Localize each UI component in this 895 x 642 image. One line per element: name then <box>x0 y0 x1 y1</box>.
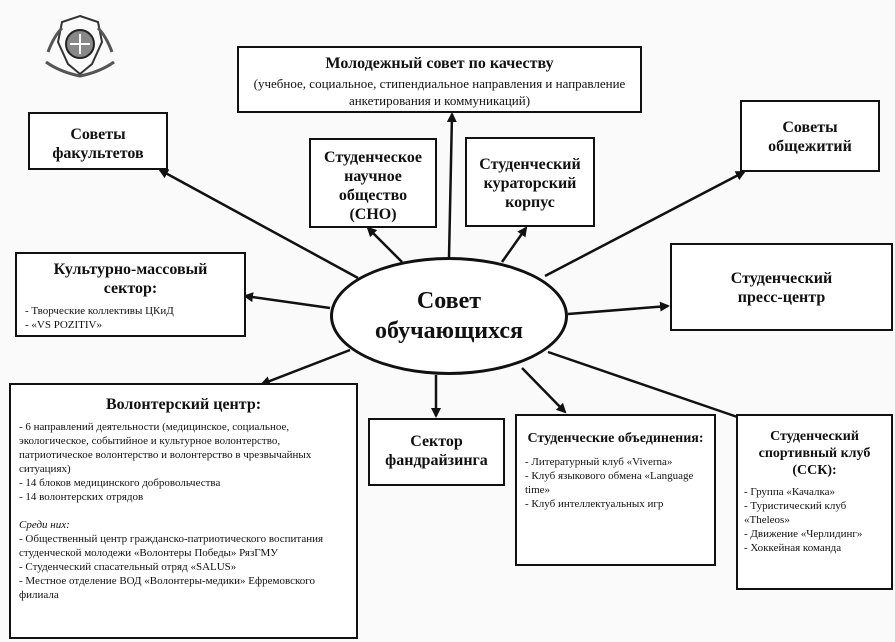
arrow-to-press <box>567 301 670 316</box>
student-associations-box: Студенческие объединения: - Литературный… <box>515 414 716 566</box>
volunteer-center-list: - 6 направлений деятельности (медицинско… <box>19 420 348 504</box>
list-item: - Клуб языкового обмена «Language time» <box>525 470 694 496</box>
list-item: - Туристический клуб «Theleos» <box>744 500 847 526</box>
arrow-to-sno <box>366 226 403 263</box>
arrow-to-faculty-councils <box>158 168 359 280</box>
list-item: - Творческие коллективы ЦКиД <box>25 305 174 317</box>
list-item: - 14 блоков медицинского добровольчества <box>19 477 221 489</box>
list-item: - Студенческий спасательный отряд «SALUS… <box>19 561 237 573</box>
student-council-ellipse: Совет обучающихся <box>330 257 568 375</box>
arrow-to-curator <box>500 226 528 263</box>
dorm-councils-title: Советы общежитий <box>768 119 852 155</box>
list-item: - Хоккейная команда <box>744 542 842 554</box>
fundraising-box: Сектор фандрайзинга <box>368 418 505 486</box>
arrow-to-dorm-councils <box>544 170 746 278</box>
list-item: - Местное отделение ВОД «Волонтеры-медик… <box>19 575 316 601</box>
volunteer-among-list: - Общественный центр гражданско-патриоти… <box>19 532 348 602</box>
university-emblem-icon <box>45 14 115 78</box>
arrow-to-associations <box>521 367 567 414</box>
sno-box: Студенческое научное общество (СНО) <box>309 138 437 228</box>
sport-club-box: Студенческий спортивный клуб (ССК): - Гр… <box>736 414 893 590</box>
list-item: - «VS POZITIV» <box>25 319 102 331</box>
arrow-to-culture <box>243 292 331 310</box>
list-item: - 14 волонтерских отрядов <box>19 491 144 503</box>
youth-council-title: Молодежный совет по качеству <box>325 55 554 72</box>
list-item: - 6 направлений деятельности (медицинско… <box>19 421 312 475</box>
list-item: - Группа «Качалка» <box>744 486 836 498</box>
list-item: - Движение «Черлидинг» <box>744 528 863 540</box>
press-center-box: Студенческий пресс-центр <box>670 243 893 331</box>
fundraising-title: Сектор фандрайзинга <box>385 433 488 469</box>
press-center-title: Студенческий пресс-центр <box>730 270 833 306</box>
curator-title: Студенческий кураторский корпус <box>479 156 581 211</box>
list-item: - Клуб интеллектуальных игр <box>525 498 664 510</box>
arrow-to-sport <box>547 350 754 425</box>
curator-box: Студенческий кураторский корпус <box>465 137 595 227</box>
arrow-to-volunteer <box>260 348 351 386</box>
sport-club-title: Студенческий спортивный клуб (ССК): <box>758 429 871 478</box>
faculty-councils-title: Советы факультетов <box>52 126 144 162</box>
list-item: - Общественный центр гражданско-патриоти… <box>19 533 324 559</box>
faculty-councils-box: Советы факультетов <box>28 112 168 170</box>
volunteer-center-title: Волонтерский центр: <box>105 396 262 413</box>
student-associations-list: - Литературный клуб «Viverna» - Клуб язы… <box>525 455 706 511</box>
center-title-line1: Совет <box>416 288 482 314</box>
volunteer-center-box: Волонтерский центр: - 6 направлений деят… <box>9 383 358 639</box>
youth-council-subtitle: (учебное, социальное, стипендиальное нап… <box>253 76 626 108</box>
center-title-line2: обучающихся <box>375 318 523 344</box>
sport-club-list: - Группа «Качалка» - Туристический клуб … <box>744 485 885 555</box>
list-item: - Литературный клуб «Viverna» <box>525 456 673 468</box>
sno-title: Студенческое научное общество (СНО) <box>324 149 422 223</box>
culture-sector-list: - Творческие коллективы ЦКиД - «VS POZIT… <box>25 304 236 332</box>
student-associations-title: Студенческие объединения: <box>527 431 704 446</box>
youth-council-box: Молодежный совет по качеству (учебное, с… <box>237 46 642 113</box>
dorm-councils-box: Советы общежитий <box>740 100 880 172</box>
culture-sector-title: Культурно-массовый сектор: <box>53 261 208 297</box>
culture-sector-box: Культурно-массовый сектор: - Творческие … <box>15 252 246 337</box>
arrow-to-youth-council <box>446 112 457 259</box>
volunteer-among-label: Среди них: <box>19 519 70 531</box>
